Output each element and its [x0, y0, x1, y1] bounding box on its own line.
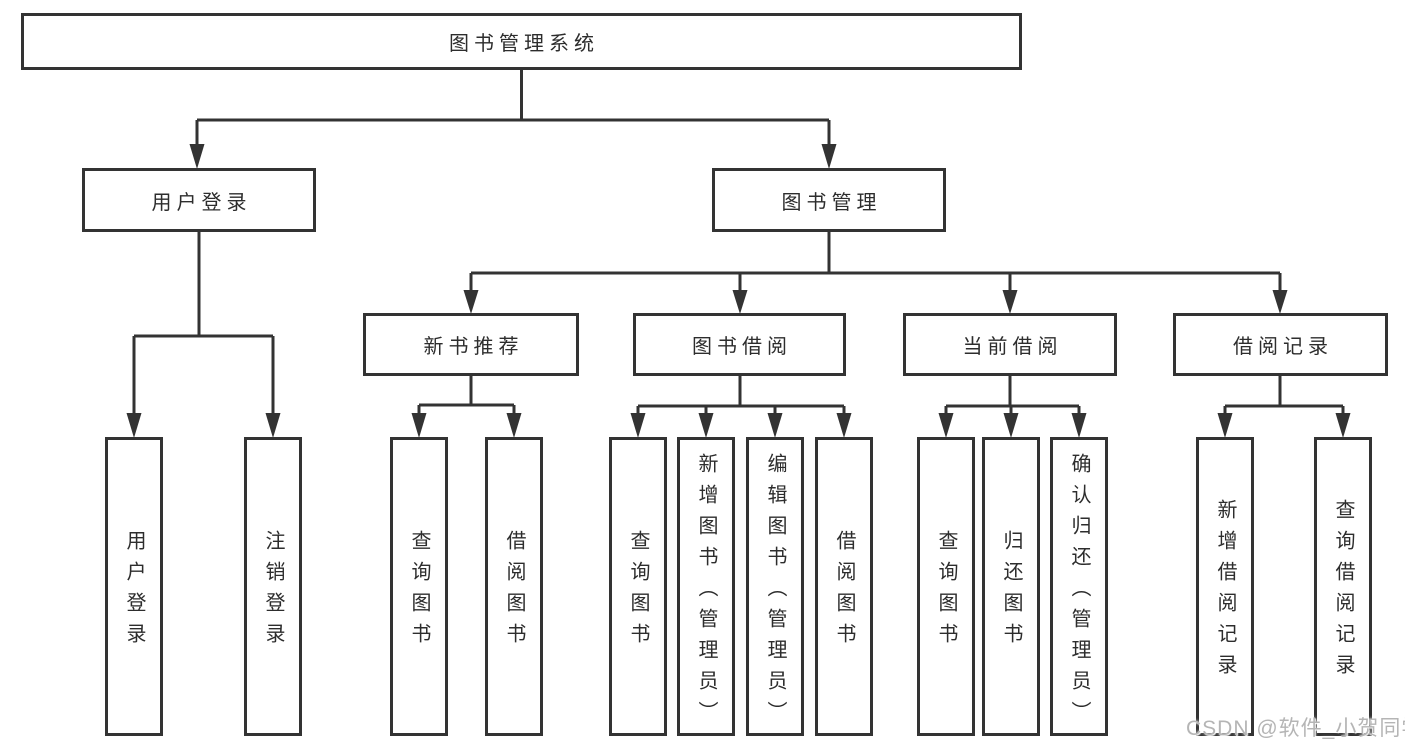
leaf-user-login-label: 用户登录	[123, 530, 145, 654]
node-user-login: 用户登录	[82, 168, 316, 232]
leaf-add-borrow-record: 新增借阅记录	[1196, 437, 1254, 736]
leaf-query-books-2-label: 查询图书	[627, 530, 649, 654]
leaf-confirm-return-admin-label: 确认归还（管理员）	[1068, 452, 1090, 732]
leaf-query-books-1: 查询图书	[390, 437, 448, 736]
csdn-watermark: CSDN @软件_小贺同学	[1186, 717, 1405, 740]
leaf-logout-label: 注销登录	[262, 530, 284, 654]
leaf-edit-books-admin: 编辑图书（管理员）	[746, 437, 804, 736]
node-current-borrow: 当前借阅	[903, 313, 1117, 376]
node-new-book-recommend: 新书推荐	[363, 313, 579, 376]
node-book-borrow: 图书借阅	[633, 313, 846, 376]
leaf-return-books-label: 归还图书	[1000, 530, 1022, 654]
leaf-edit-books-admin-label: 编辑图书（管理员）	[764, 452, 786, 732]
leaf-return-books: 归还图书	[982, 437, 1040, 736]
leaf-borrow-books-2-label: 借阅图书	[833, 530, 855, 654]
leaf-query-books-2: 查询图书	[609, 437, 667, 736]
leaf-query-books-1-label: 查询图书	[408, 530, 430, 654]
leaf-query-books-3-label: 查询图书	[935, 530, 957, 654]
leaf-logout: 注销登录	[244, 437, 302, 736]
leaf-borrow-books-1-label: 借阅图书	[503, 530, 525, 654]
leaf-query-borrow-record-label: 查询借阅记录	[1332, 499, 1354, 685]
leaf-add-books-admin: 新增图书（管理员）	[677, 437, 735, 736]
leaf-add-books-admin-label: 新增图书（管理员）	[695, 452, 717, 732]
leaf-query-books-3: 查询图书	[917, 437, 975, 736]
leaf-confirm-return-admin: 确认归还（管理员）	[1050, 437, 1108, 736]
leaf-user-login: 用户登录	[105, 437, 163, 736]
node-library-management-system: 图书管理系统	[21, 13, 1022, 70]
leaf-borrow-books-1: 借阅图书	[485, 437, 543, 736]
leaf-add-borrow-record-label: 新增借阅记录	[1214, 499, 1236, 685]
node-borrow-records: 借阅记录	[1173, 313, 1388, 376]
leaf-query-borrow-record: 查询借阅记录	[1314, 437, 1372, 736]
node-book-management: 图书管理	[712, 168, 946, 232]
leaf-borrow-books-2: 借阅图书	[815, 437, 873, 736]
